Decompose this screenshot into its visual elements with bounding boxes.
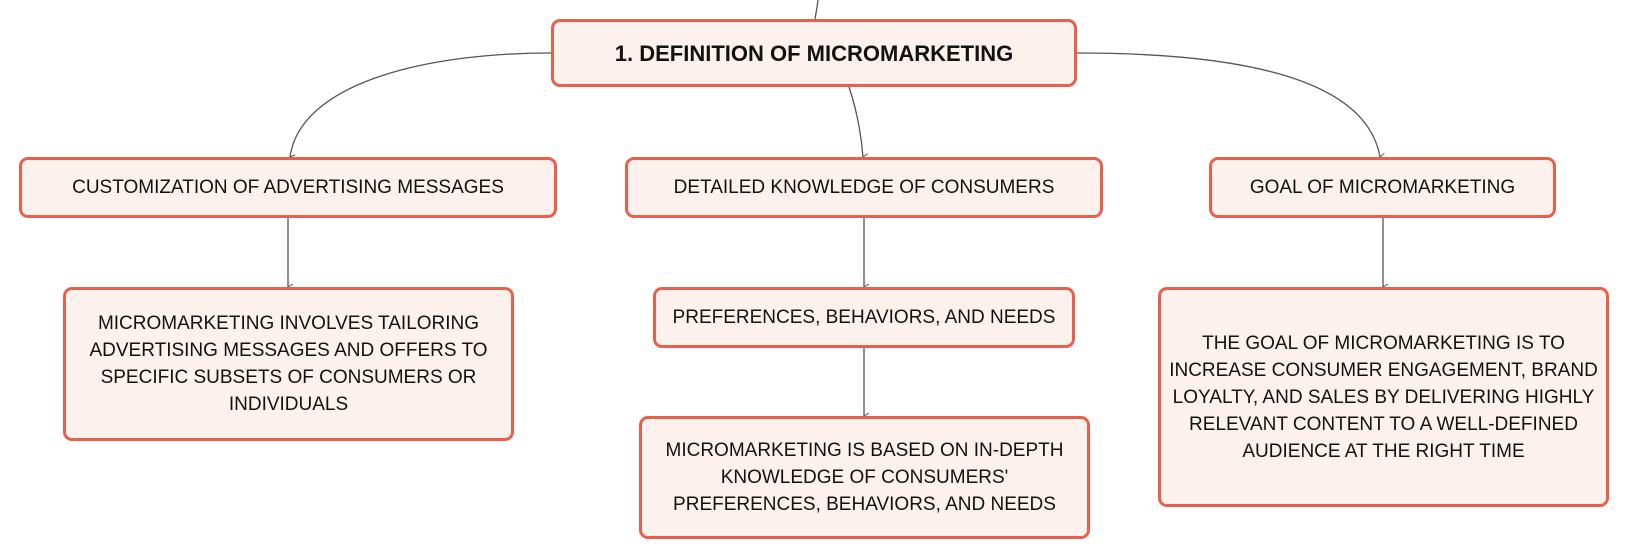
branch-node-label: DETAILED KNOWLEDGE OF CONSUMERS bbox=[673, 177, 1055, 198]
leaf-node-text: PREFERENCES, BEHAVIORS, AND NEEDS bbox=[672, 307, 1056, 328]
branch-node-customization[interactable]: CUSTOMIZATION OF ADVERTISING MESSAGES bbox=[19, 157, 557, 218]
connector-root-to-knowledge bbox=[848, 86, 863, 157]
connector-root-to-customization bbox=[290, 52, 552, 157]
leaf-node-customization-detail[interactable]: MICROMARKETING INVOLVES TAILORING ADVERT… bbox=[63, 287, 514, 441]
root-node-label: 1. DEFINITION OF MICROMARKETING bbox=[614, 40, 1014, 66]
leaf-node-text: MICROMARKETING INVOLVES TAILORING ADVERT… bbox=[89, 313, 488, 415]
incoming-parent-connector bbox=[814, 0, 819, 20]
branch-node-goal[interactable]: GOAL OF MICROMARKETING bbox=[1209, 157, 1556, 218]
connector-root-to-goal bbox=[1076, 52, 1380, 157]
root-node[interactable]: 1. DEFINITION OF MICROMARKETING bbox=[551, 19, 1077, 87]
branch-node-label: CUSTOMIZATION OF ADVERTISING MESSAGES bbox=[72, 177, 504, 198]
leaf-node-preferences[interactable]: PREFERENCES, BEHAVIORS, AND NEEDS bbox=[653, 287, 1075, 348]
leaf-node-text: THE GOAL OF MICROMARKETING IS TO INCREAS… bbox=[1169, 332, 1598, 462]
branch-node-label: GOAL OF MICROMARKETING bbox=[1249, 177, 1516, 198]
leaf-node-knowledge-detail[interactable]: MICROMARKETING IS BASED ON IN-DEPTH KNOW… bbox=[639, 416, 1090, 539]
leaf-node-goal-detail[interactable]: THE GOAL OF MICROMARKETING IS TO INCREAS… bbox=[1158, 287, 1609, 507]
branch-node-consumer-knowledge[interactable]: DETAILED KNOWLEDGE OF CONSUMERS bbox=[625, 157, 1103, 218]
leaf-node-text: MICROMARKETING IS BASED ON IN-DEPTH KNOW… bbox=[665, 440, 1064, 515]
